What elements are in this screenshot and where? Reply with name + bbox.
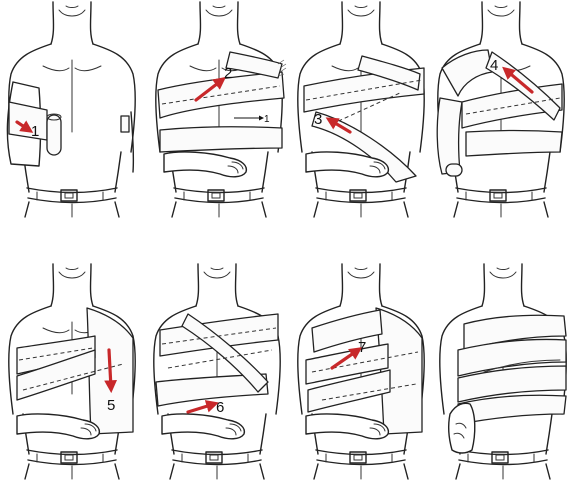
resting-arm: [449, 403, 475, 453]
step-number: 2: [224, 65, 232, 82]
completed-panel: [440, 264, 566, 479]
resting-arm: [164, 152, 246, 177]
step-4-panel: 4: [437, 2, 564, 217]
step-1-panel: 1: [7, 2, 135, 217]
step-5-arrow: [109, 350, 111, 388]
step-number: 4: [490, 57, 498, 74]
bandage-roll: [47, 115, 61, 155]
step-6-arrow: [188, 404, 214, 412]
step-secondary-number: 1: [264, 114, 270, 125]
step-number: 3: [314, 111, 322, 128]
step-5-panel: 5: [9, 264, 135, 479]
step-6-panel: 6: [154, 264, 280, 479]
step-2-panel: 2 1: [156, 2, 286, 217]
step-number: 1: [31, 123, 39, 140]
torso-outline: [154, 264, 280, 479]
resting-arm: [306, 414, 388, 439]
step-3-panel: 3: [298, 2, 424, 217]
arm-bandage: [9, 102, 47, 140]
resting-arm: [162, 414, 244, 439]
resting-arm: [17, 414, 99, 439]
step-number: 7: [358, 339, 366, 356]
step-number: 6: [216, 399, 224, 416]
step-7-panel: 7: [298, 264, 424, 479]
step-number: 5: [107, 397, 115, 414]
